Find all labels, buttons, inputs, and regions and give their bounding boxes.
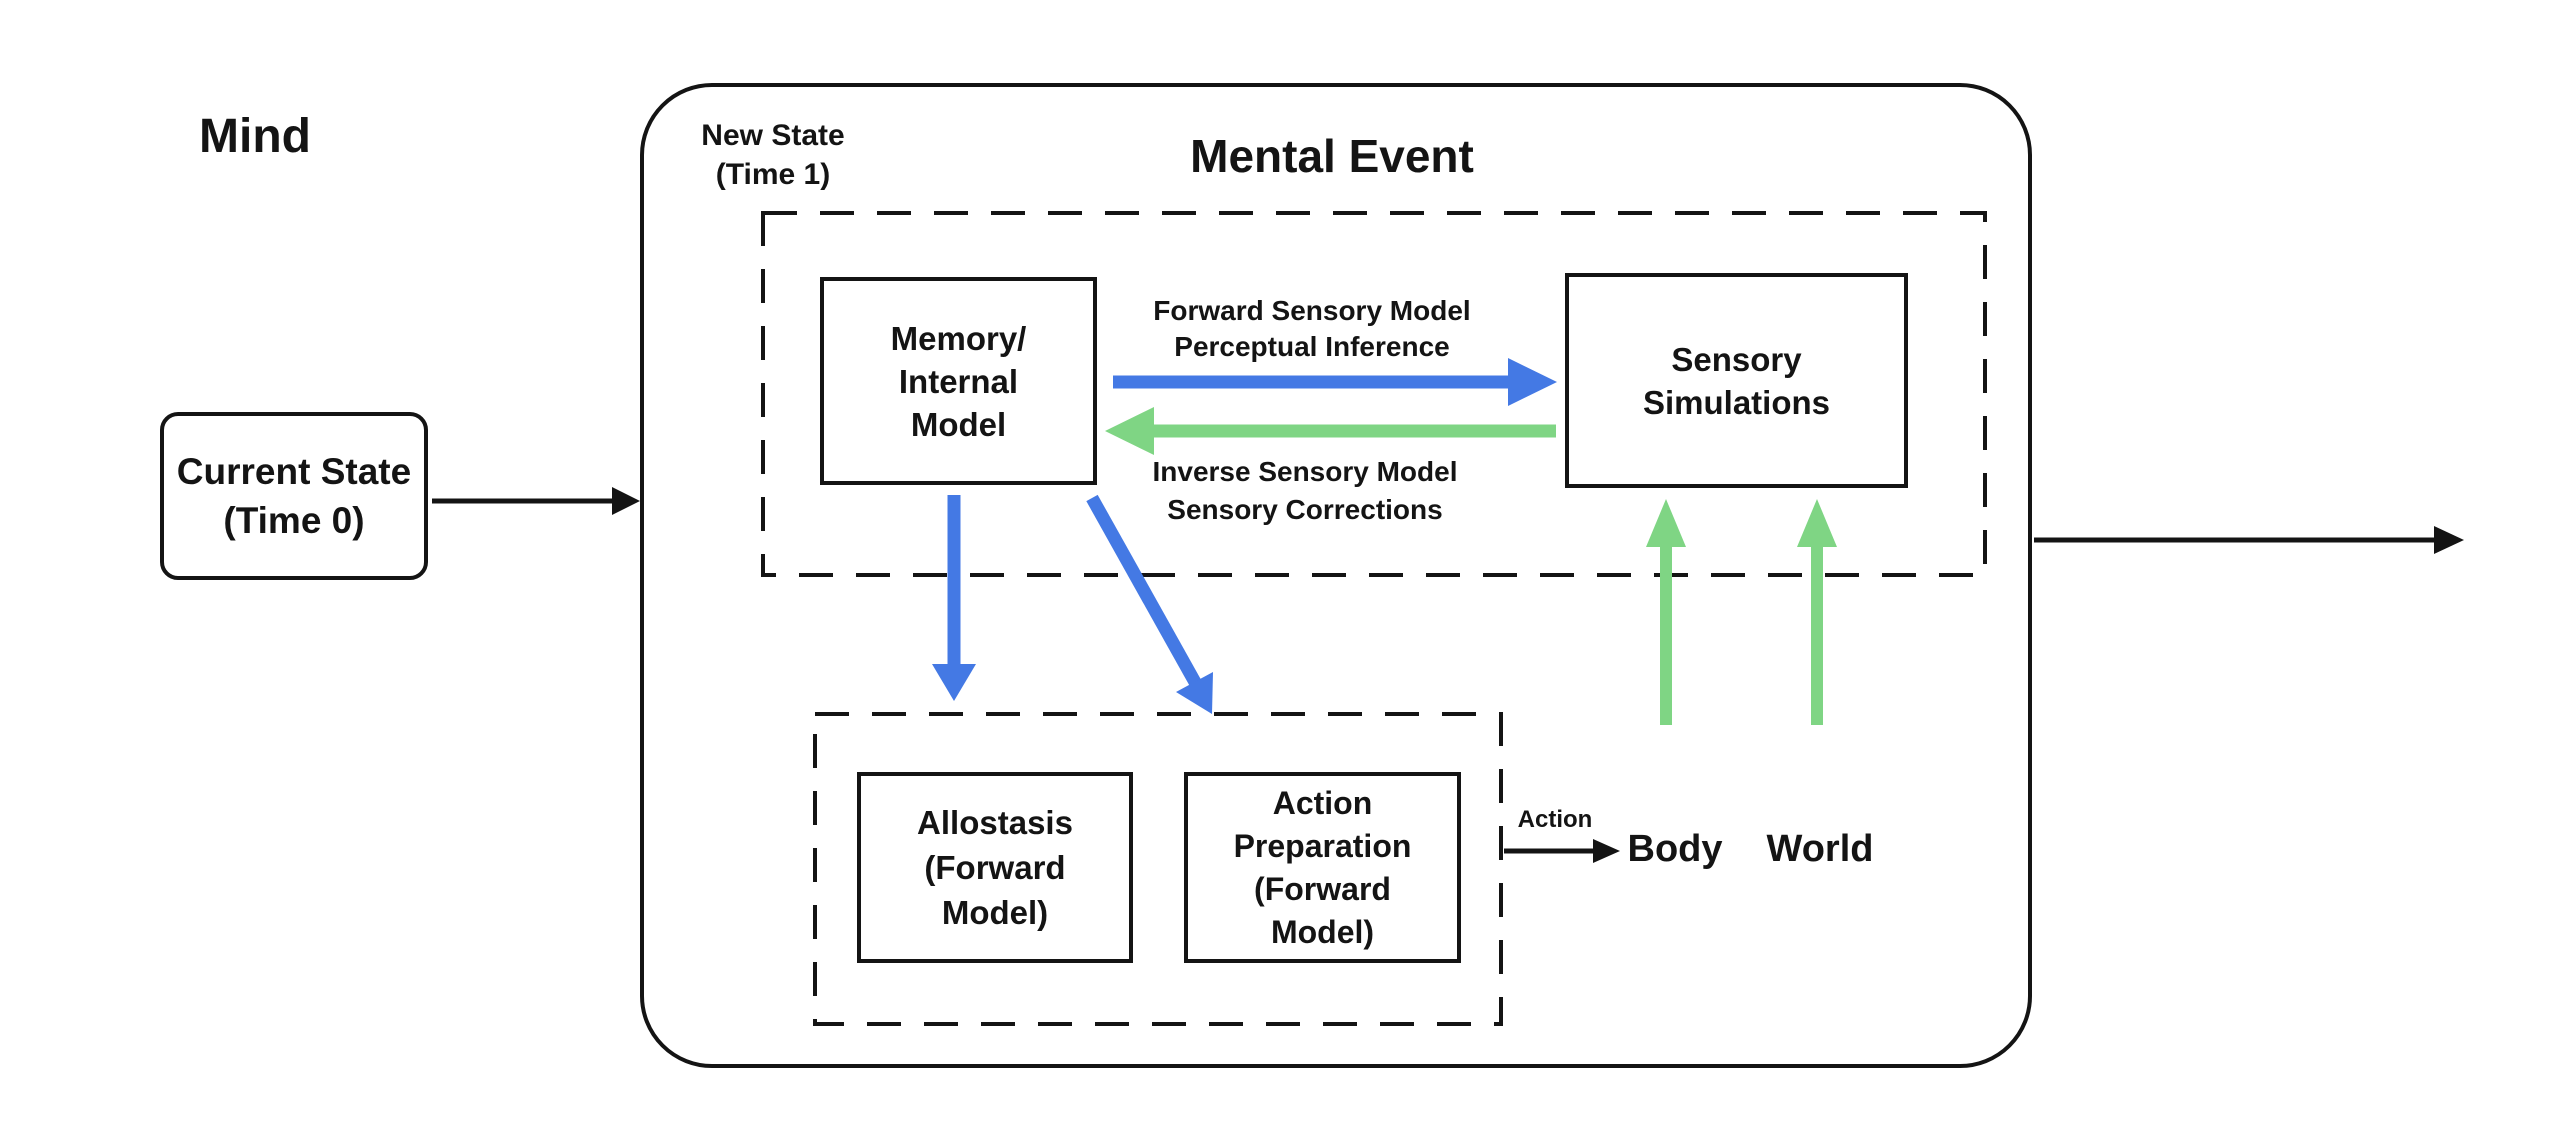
current-state-line2: (Time 0) — [223, 500, 365, 541]
sensory-line1: Sensory — [1671, 340, 1802, 378]
memory-line3: Model — [910, 405, 1007, 443]
new-state-label: New State (Time 1) — [683, 116, 863, 194]
forward-label-line1: Forward Sensory Model — [1153, 295, 1471, 326]
forward-label-line2: Perceptual Inference — [1174, 331, 1450, 362]
allostasis-line1: Allostasis — [917, 804, 1073, 841]
current-state-box: Current State (Time 0) — [160, 412, 428, 580]
inverse-sensory-model-label: Inverse Sensory Model Sensory Correction… — [1105, 453, 1505, 529]
action-prep-line1: Action — [1272, 784, 1373, 821]
mental-event-container — [640, 83, 2032, 1068]
sensory-simulations-box: Sensory Simulations — [1565, 273, 1908, 488]
current-state-line1: Current State — [176, 451, 412, 492]
sensory-line2: Simulations — [1642, 383, 1831, 421]
allostasis-line3: Model) — [941, 894, 1049, 931]
action-prep-line2: Preparation — [1233, 827, 1412, 864]
action-preparation-box: Action Preparation (Forward Model) — [1184, 772, 1461, 963]
new-state-line1: New State — [701, 119, 845, 152]
world-label: World — [1766, 828, 1874, 870]
memory-line2: Internal — [898, 362, 1019, 400]
memory-internal-model-box: Memory/ Internal Model — [820, 277, 1097, 485]
mental-event-title: Mental Event — [1190, 130, 1474, 182]
current-state-to-mental-event-arrow — [432, 487, 640, 515]
allostasis-line2: (Forward — [924, 849, 1066, 886]
action-prep-line4: Model) — [1270, 913, 1375, 950]
inverse-label-line2: Sensory Corrections — [1167, 494, 1443, 525]
inverse-label-line1: Inverse Sensory Model — [1152, 456, 1458, 487]
memory-line1: Memory/ — [890, 319, 1027, 357]
allostasis-box: Allostasis (Forward Model) — [857, 772, 1133, 963]
action-prep-line3: (Forward — [1254, 870, 1391, 907]
new-state-line2: (Time 1) — [715, 158, 831, 191]
mental-event-output-arrow — [2034, 526, 2464, 554]
mind-label: Mind — [199, 110, 311, 163]
forward-sensory-model-label: Forward Sensory Model Perceptual Inferen… — [1112, 293, 1512, 365]
body-label: Body — [1627, 828, 1723, 870]
action-label: Action — [1517, 806, 1593, 833]
